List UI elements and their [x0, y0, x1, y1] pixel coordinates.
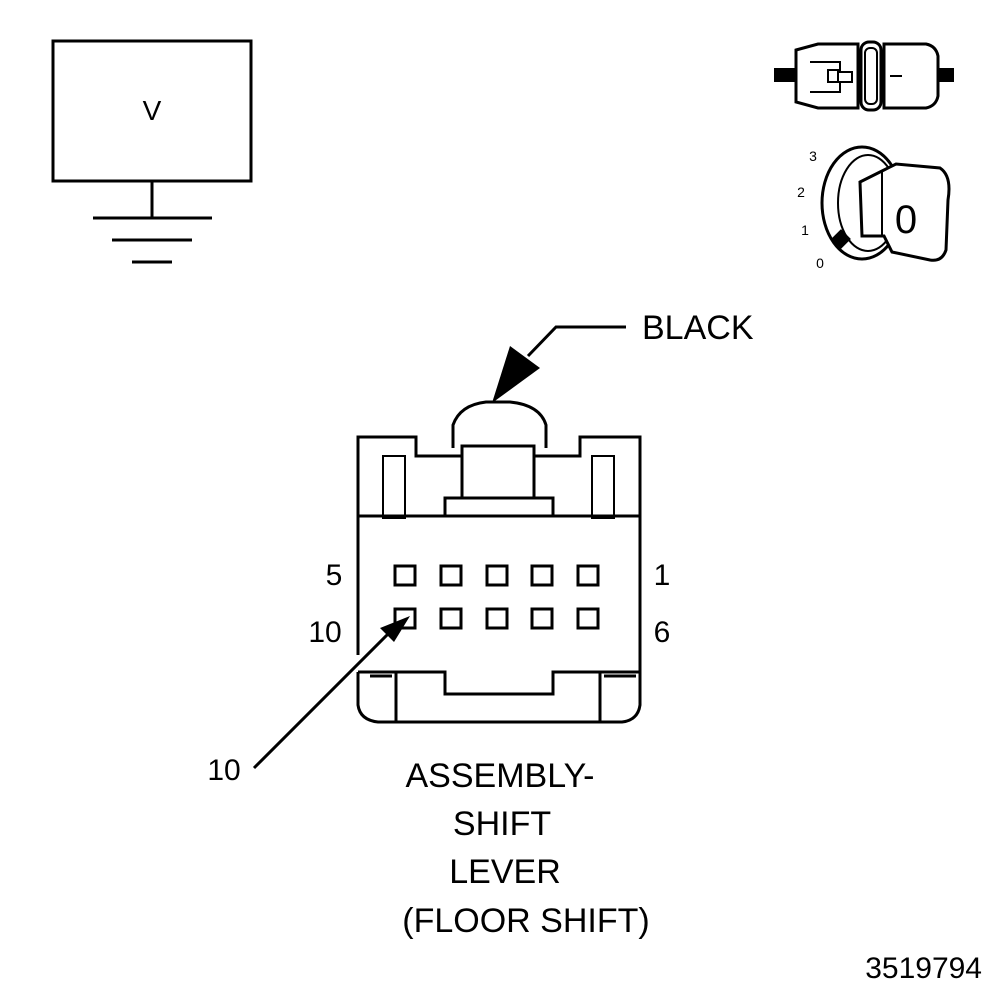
ignition-switch-icon: 3 2 1 0 0 — [797, 145, 951, 271]
pin-label-bottom-right: 6 — [654, 616, 671, 649]
pin-5 — [393, 564, 417, 587]
ignition-position-0: 0 — [816, 255, 824, 271]
voltmeter-symbol: V — [51, 39, 253, 264]
caption-line-2: SHIFT — [453, 805, 551, 843]
pin-9 — [439, 607, 463, 630]
pin-2 — [530, 564, 554, 587]
ignition-position-2: 2 — [797, 184, 805, 200]
pin-pointer: 10 — [207, 616, 410, 787]
pin-cavities — [393, 564, 600, 630]
figure-number: 3519794 — [865, 952, 982, 985]
pin-label-top-left: 5 — [326, 559, 343, 592]
pin-4 — [439, 564, 463, 587]
voltmeter-label: V — [143, 95, 162, 126]
pin-label-bottom-left: 10 — [308, 616, 341, 649]
color-arrow-icon — [492, 346, 540, 403]
ground-icon — [93, 181, 212, 264]
caption-line-1: ASSEMBLY- — [406, 757, 595, 795]
ignition-position-1: 1 — [801, 222, 809, 238]
connector-body — [356, 400, 642, 724]
connector-color-label: BLACK — [642, 309, 754, 347]
caption-line-4: (FLOOR SHIFT) — [402, 902, 649, 940]
ignition-key-label: 0 — [895, 198, 917, 242]
pin-7 — [530, 607, 554, 630]
color-callout: BLACK — [492, 309, 754, 403]
pin-arrow-icon — [380, 616, 410, 642]
pin-1 — [576, 564, 600, 587]
connector-caption: ASSEMBLY- SHIFT LEVER (FLOOR SHIFT) — [402, 757, 649, 940]
caption-line-3: LEVER — [449, 853, 561, 891]
pin-3 — [485, 564, 509, 587]
pin-label-top-right: 1 — [654, 559, 671, 592]
pin-6 — [576, 607, 600, 630]
pin-8 — [485, 607, 509, 630]
disconnected-connector-icon — [774, 40, 954, 112]
pin-pointer-label: 10 — [207, 754, 240, 787]
ignition-position-3: 3 — [809, 148, 817, 164]
